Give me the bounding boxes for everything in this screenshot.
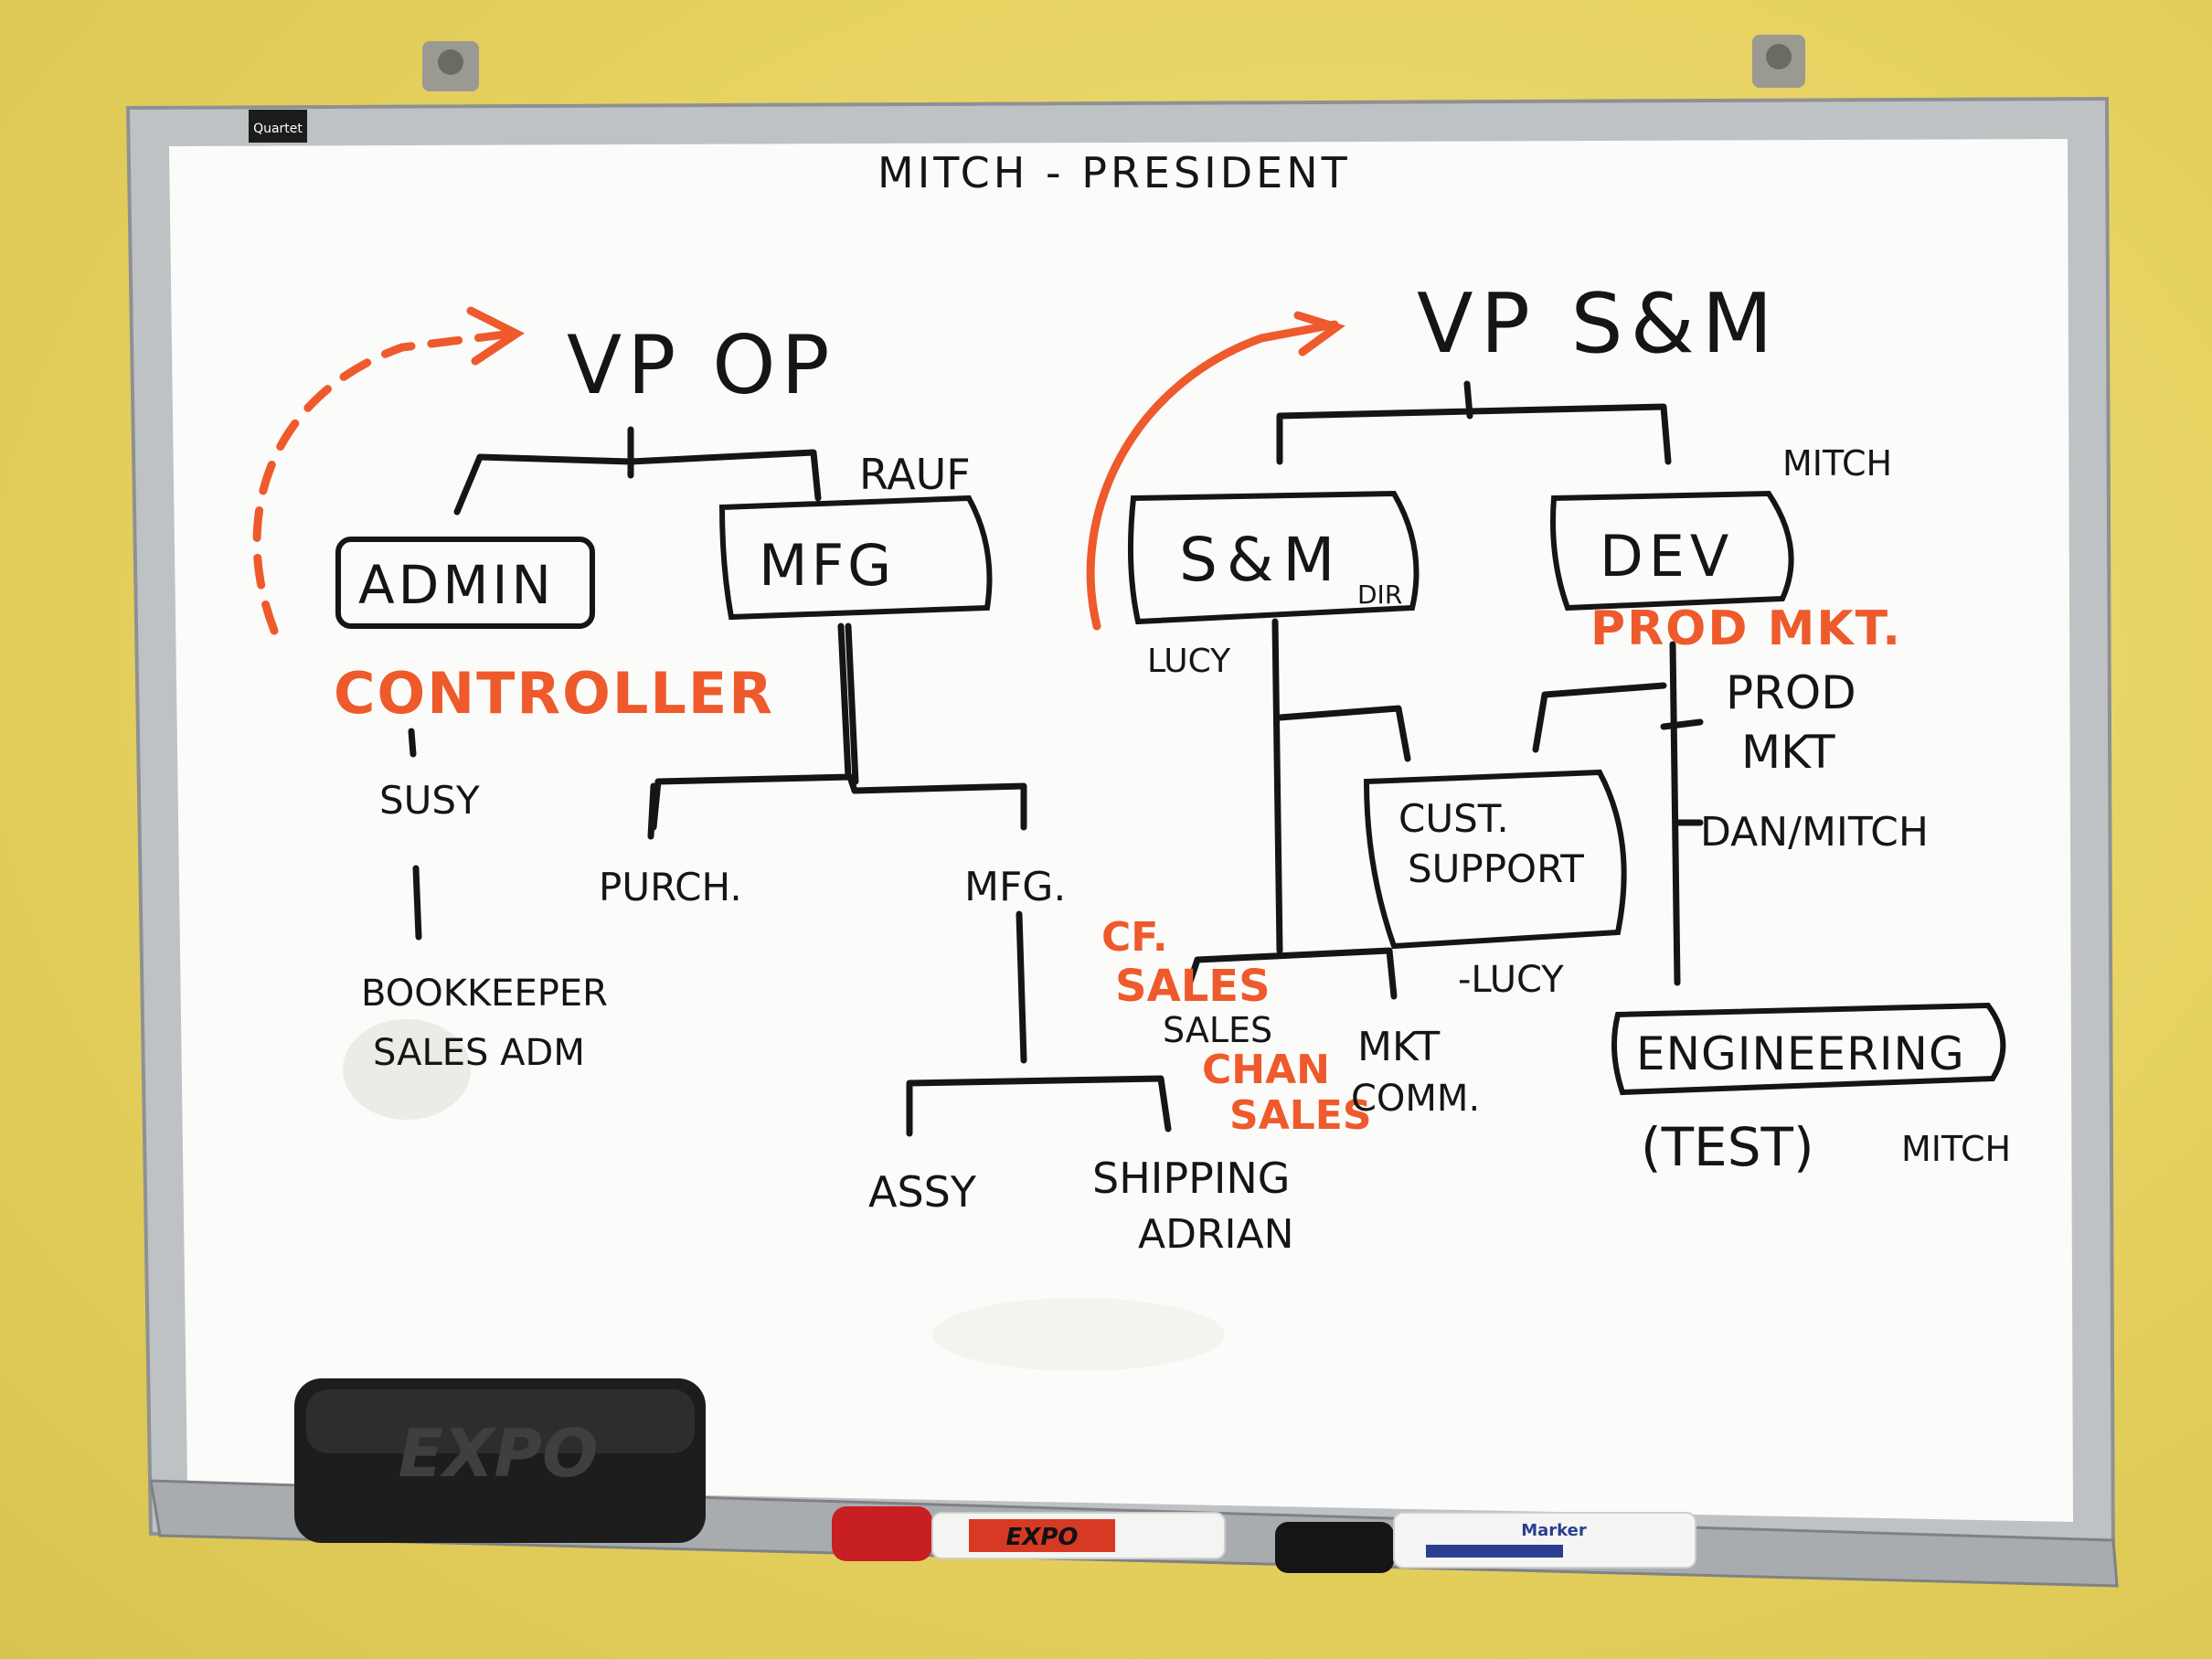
sales-admin-label: SALES ADM: [373, 1032, 585, 1074]
admin-box: [335, 537, 595, 629]
dev-label: DEV: [1600, 523, 1734, 590]
controller-name: SUSY: [379, 778, 480, 823]
purch-label: PURCH.: [599, 865, 742, 909]
dev-name: MITCH: [1782, 443, 1892, 484]
dev-tree-connector: [1532, 641, 1704, 986]
wall-hook-left: [422, 41, 479, 91]
shipping-name: ADRIAN: [1138, 1211, 1294, 1258]
erased-smudge: [932, 1298, 1225, 1371]
black-marker: Marker: [1275, 1512, 1696, 1573]
vp-sm-connector: [1276, 380, 1672, 465]
quartet-logo: Quartet: [249, 110, 307, 143]
bookkeeper-label: BOOKKEEPER: [361, 973, 608, 1015]
dan-mitch-label: DAN/MITCH: [1700, 809, 1929, 856]
controller-tick: [408, 728, 417, 758]
sm-label: S&M: [1179, 525, 1344, 595]
erased-smudge: [343, 1019, 471, 1120]
orange-arrowhead-left: [466, 306, 525, 366]
svg-text:EXPO: EXPO: [1006, 1524, 1079, 1551]
wall-hook-right: [1752, 35, 1805, 88]
svg-text:Marker: Marker: [1521, 1521, 1587, 1540]
sm-tree-connector: [1271, 618, 1411, 954]
sales-connector: [1185, 947, 1398, 1000]
prod-mkt-label-1: PROD: [1726, 666, 1856, 719]
engineering-box: [1611, 1002, 2006, 1096]
svg-text:Quartet: Quartet: [253, 122, 303, 136]
eng-name: MITCH: [1901, 1129, 2011, 1169]
vp-op-connector: [453, 426, 822, 516]
mfg-lead-label: RAUF: [859, 450, 971, 499]
vp-op-label: VP OP: [567, 318, 835, 412]
chan-sales-label-1: CHAN: [1202, 1047, 1330, 1093]
engineering-label: ENGINEERING: [1636, 1027, 1965, 1080]
test-label: (TEST): [1641, 1116, 1814, 1178]
shipping-label: SHIPPING: [1092, 1154, 1290, 1203]
chan-sales-label-2: SALES: [1229, 1092, 1372, 1139]
cf-sales-label-1: CF.: [1101, 914, 1168, 961]
sm-box: [1127, 490, 1420, 625]
mfg-tree-connector: [650, 622, 1027, 831]
mfg-sub-label: MFG.: [964, 864, 1066, 910]
orange-arrow-left: [252, 329, 516, 635]
cust-support-label-1: CUST.: [1398, 796, 1509, 841]
red-marker: EXPO: [832, 1506, 1226, 1561]
dev-box: [1550, 490, 1794, 611]
mfg-sub-connector: [906, 910, 1172, 1137]
cust-support-box: [1363, 769, 1627, 950]
mfg-box: [718, 495, 993, 621]
prod-mkt-orange-label: PROD MKT.: [1590, 601, 1902, 656]
sales-label: SALES: [1163, 1010, 1272, 1050]
sm-dir-label: DIR: [1357, 580, 1402, 610]
eraser: EXPO: [294, 1378, 706, 1543]
lucy-dash-label: -LUCY: [1458, 959, 1564, 1001]
assy-label: ASSY: [868, 1167, 977, 1217]
vp-sm-label: VP S&M: [1417, 276, 1780, 372]
sm-name: LUCY: [1147, 643, 1231, 680]
mkt-comm-label-2: COMM.: [1351, 1078, 1480, 1120]
svg-text:EXPO: EXPO: [399, 1415, 599, 1492]
prod-mkt-label-2: MKT: [1741, 726, 1835, 779]
controller-label: CONTROLLER: [334, 660, 774, 727]
bookkeeper-connector: [412, 865, 422, 941]
mfg-label: MFG: [759, 532, 895, 599]
admin-label: ADMIN: [358, 554, 555, 616]
board-title: MITCH - PRESIDENT: [877, 148, 1351, 197]
purch-connector: [647, 782, 657, 840]
orange-arrowhead-right: [1293, 311, 1345, 356]
mkt-comm-label-1: MKT: [1357, 1024, 1440, 1070]
cust-support-label-2: SUPPORT: [1408, 846, 1584, 891]
board-surface: [169, 139, 2073, 1522]
orange-arrow-right: [1086, 320, 1339, 631]
cf-sales-label-2: SALES: [1115, 961, 1271, 1012]
